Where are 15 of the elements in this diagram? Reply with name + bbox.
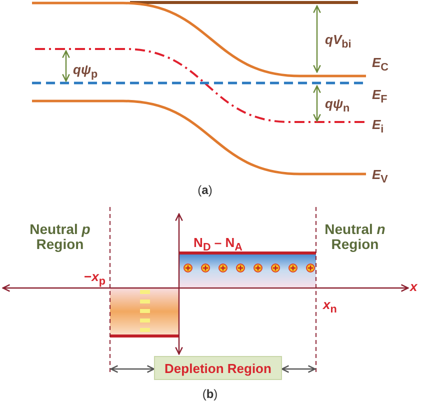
region-label: Neutral n Region (324, 222, 386, 253)
band-label: E$_{C}$ (372, 56, 388, 74)
energy-label: qV$_{bi}$ (325, 33, 352, 52)
caption: (a) (198, 184, 212, 198)
band-label: E$_{i}$ (372, 118, 384, 136)
region-label-box: Depletion Region (154, 356, 282, 380)
axis-label: −x$_{p}$ (84, 270, 106, 288)
region-label: Neutral p Region (28, 222, 92, 253)
axis-label: N$_{D}$ – N$_{A}$ (194, 236, 242, 254)
axis-label: x$_{n}$ (323, 298, 337, 316)
band-label: E$_{V}$ (372, 168, 388, 186)
axis-label: x (410, 280, 418, 294)
band-label: E$_{F}$ (372, 88, 388, 106)
energy-label: qψ$_{p}$ (73, 63, 98, 82)
energy-label: qψ$_{n}$ (325, 97, 350, 116)
